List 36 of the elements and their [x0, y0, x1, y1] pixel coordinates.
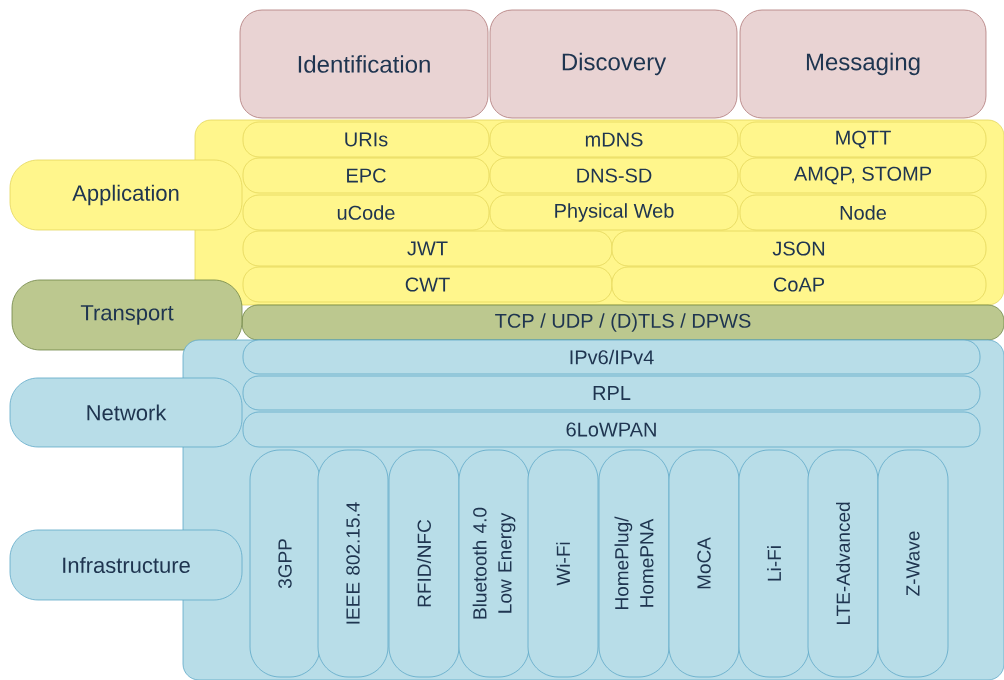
protocol-box: uCode [242, 194, 490, 231]
protocol-box: Li-Fi [738, 449, 810, 678]
protocol-box: EPC [242, 157, 490, 194]
category-box: Messaging [739, 9, 987, 119]
category-box: Discovery [489, 9, 738, 119]
protocol-box: MQTT [739, 121, 987, 158]
protocol-box: RFID/NFC [388, 449, 460, 678]
protocol-box: CoAP [611, 266, 987, 303]
protocol-box: Wi-Fi [527, 449, 599, 678]
protocol-box: CWT [242, 266, 613, 303]
protocol-box: AMQP, STOMP [739, 157, 987, 194]
protocol-box: HomePlug/ HomePNA [598, 449, 670, 678]
protocol-box: IEEE 802.15.4 [317, 449, 389, 678]
node-label: MoCA [697, 537, 711, 589]
layer-label: Transport [11, 279, 243, 351]
protocol-box: LTE-Advanced [807, 449, 879, 678]
protocol-box: Bluetooth 4.0 Low Energy [458, 449, 530, 678]
protocol-box: RPL [242, 375, 981, 411]
protocol-box: Node [739, 194, 987, 231]
protocol-box: 6LoWPAN [242, 411, 981, 448]
protocol-box: mDNS [489, 121, 739, 158]
layer-label: Infrastructure [9, 529, 243, 601]
protocol-box: 3GPP [249, 449, 321, 678]
layer-label: Application [9, 159, 243, 231]
protocol-box: JSON [611, 230, 987, 267]
node-label: LTE-Advanced [836, 502, 850, 625]
protocol-box: URIs [242, 121, 490, 158]
category-box: Identification [239, 9, 489, 119]
protocol-box: MoCA [668, 449, 740, 678]
protocol-box: IPv6/IPv4 [242, 339, 981, 375]
protocol-box: Physical Web [489, 194, 739, 231]
protocol-box: DNS-SD [489, 157, 739, 194]
layer-label: Network [9, 377, 243, 448]
protocol-box: Z-Wave [877, 449, 949, 678]
protocol-box: JWT [242, 230, 613, 267]
protocol-box: TCP / UDP / (D)TLS / DPWS [241, 304, 1004, 341]
